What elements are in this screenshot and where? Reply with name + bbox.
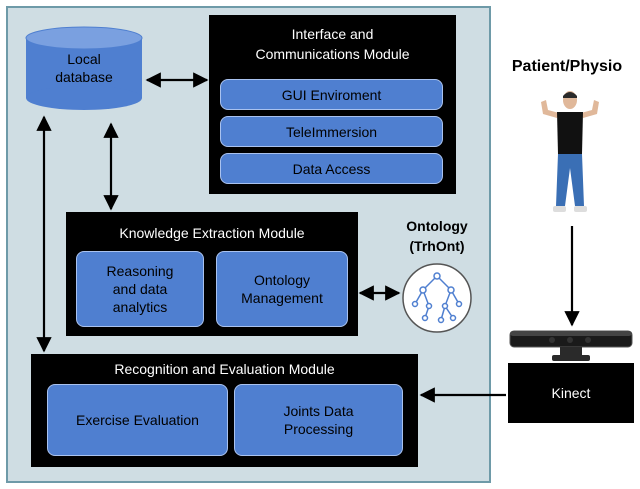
reasoning-line3: analytics <box>112 299 168 315</box>
person-figure-icon <box>541 91 599 212</box>
teleimmersion-box: TeleImmersion <box>220 116 443 147</box>
patient-physio-label: Patient/Physio <box>511 58 623 75</box>
ontology-label: Ontology (TrhOnt) <box>396 216 478 256</box>
ontology-management-line2: Management <box>241 290 323 306</box>
gui-environment-box: GUI Enviroment <box>220 79 443 110</box>
local-database-label: Local database <box>25 50 143 86</box>
knowledge-extraction-module: Knowledge Extraction Module Reasoning an… <box>66 212 358 336</box>
kinect-box: Kinect <box>508 363 634 423</box>
exercise-evaluation-line1: Exercise Evaluation <box>76 412 199 428</box>
local-database-line2: database <box>55 69 113 85</box>
joints-line2: Processing <box>283 421 354 437</box>
joints-line1: Joints Data <box>283 403 354 419</box>
local-database-line1: Local <box>67 51 101 67</box>
recognition-evaluation-module: Recognition and Evaluation Module Exerci… <box>31 354 418 467</box>
ontology-label-line1: Ontology <box>406 218 468 234</box>
joints-data-processing-box: Joints Data Processing <box>234 384 403 456</box>
ontology-tree-icon <box>402 263 472 333</box>
kinect-sensor-icon <box>509 330 633 361</box>
reasoning-line2: and data <box>112 281 168 297</box>
ontology-management-box: Ontology Management <box>216 251 348 327</box>
interface-communications-module: Interface and Communications Module GUI … <box>209 15 456 194</box>
interface-module-title-line2: Communications Module <box>255 46 410 62</box>
data-access-box: Data Access <box>220 153 443 184</box>
interface-module-title-line1: Interface and <box>291 26 374 42</box>
exercise-evaluation-box: Exercise Evaluation <box>47 384 228 456</box>
local-database-icon <box>25 26 143 110</box>
ontology-management-line1: Ontology <box>253 272 311 288</box>
reasoning-line1: Reasoning <box>106 263 174 279</box>
reasoning-analytics-box: Reasoning and data analytics <box>76 251 204 327</box>
ontology-label-line2: (TrhOnt) <box>409 238 465 254</box>
recognition-module-title: Recognition and Evaluation Module <box>114 361 335 377</box>
knowledge-module-title: Knowledge Extraction Module <box>119 225 305 241</box>
